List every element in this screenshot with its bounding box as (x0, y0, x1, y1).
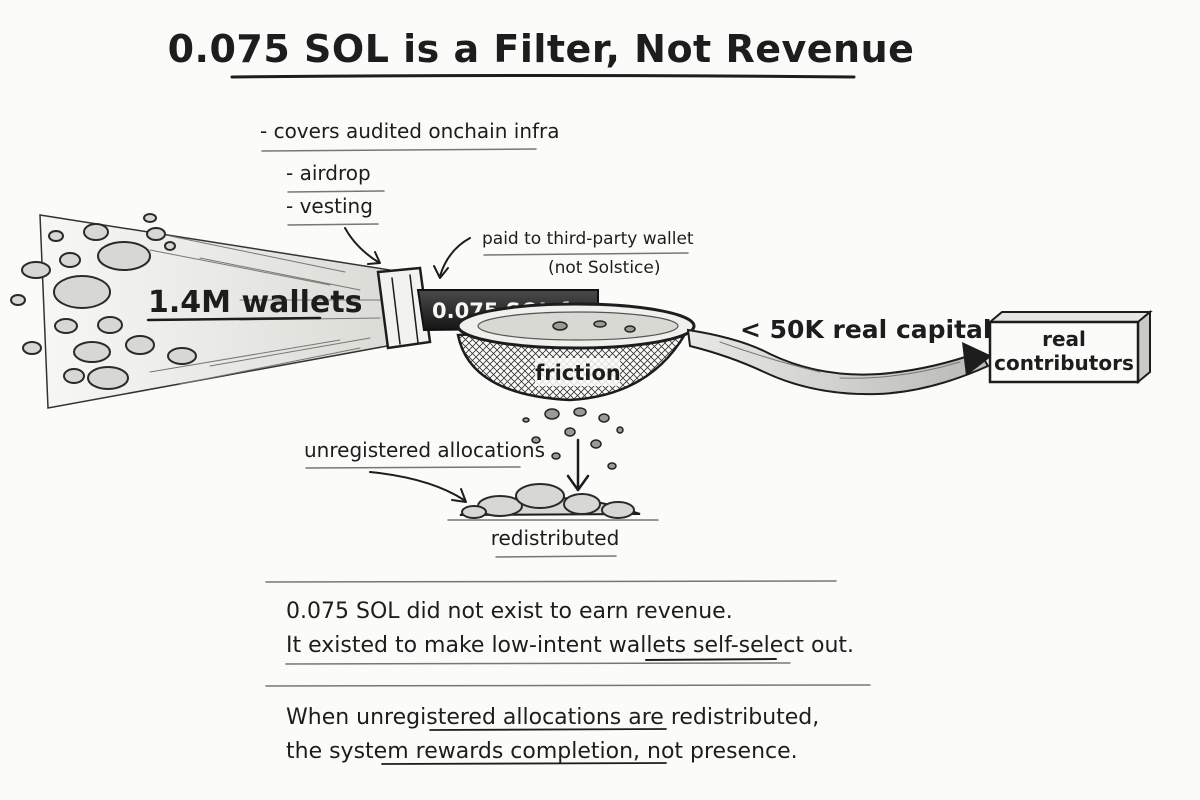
statement-line-4: the system rewards completion, not prese… (286, 739, 798, 764)
infra-arrow (344, 227, 379, 263)
wallets-label: 1.4M wallets (148, 285, 363, 320)
stream-arrow-head-icon (962, 342, 992, 376)
unregistered-phrase-underline (429, 728, 667, 731)
statement-line-2-underline (285, 662, 791, 665)
real-contributors-box (987, 309, 1153, 385)
note-paid-to: paid to third-party wallet (482, 229, 694, 249)
separator-middle (265, 684, 871, 687)
friction-label: friction (535, 361, 621, 385)
nozzle-collar (376, 266, 432, 350)
note-not-solstice: (not Solstice) (548, 258, 660, 278)
scattered-pebbles (10, 213, 176, 355)
paid-arrow (439, 237, 471, 277)
statement-line-1: 0.075 SOL did not exist to earn revenue. (286, 599, 733, 624)
beam-hatching (149, 235, 381, 385)
redistributed-pile (459, 483, 641, 519)
unregistered-arrow-head-icon (451, 488, 467, 503)
paid-arrow-head-icon (433, 265, 449, 279)
note-vesting: - vesting (286, 194, 373, 218)
real-capital-label: < 50K real capital (740, 315, 992, 344)
wallets-underline (146, 316, 322, 322)
unregistered-underline (305, 466, 521, 469)
note-vesting-underline (287, 223, 379, 226)
note-infra-underline (261, 148, 537, 152)
emphasis-underline (645, 658, 777, 661)
statement-line-2: It existed to make low-intent wallets se… (286, 633, 854, 658)
statement-emphasis: self-select out (693, 633, 847, 658)
redistributed-underline (495, 555, 617, 558)
infra-arrow-head-icon (367, 251, 381, 265)
contributors-label-line2: contributors (994, 351, 1134, 375)
diagram-title: 0.075 SOL is a Filter, Not Revenue (168, 27, 915, 71)
redistributed-label: redistributed (491, 526, 620, 550)
statement-line-2-prefix: It existed to make low-intent wallets (286, 633, 693, 658)
fall-arrow-head-icon (566, 474, 590, 492)
statement-line-2-suffix: . (847, 633, 854, 658)
friction-sieve (456, 302, 696, 402)
completion-phrase-underline (381, 762, 667, 765)
note-airdrop-underline (287, 190, 385, 193)
wallet-rocks (53, 223, 197, 390)
note-infra: - covers audited onchain infra (260, 119, 560, 143)
title-underline (230, 74, 856, 79)
unregistered-label: unregistered allocations (304, 438, 545, 462)
note-airdrop: - airdrop (286, 161, 371, 185)
contributors-label-line1: real (1042, 327, 1086, 351)
falling-debris (522, 407, 624, 470)
separator-top (265, 580, 837, 583)
statement-line-3: When unregistered allocations are redist… (286, 705, 819, 730)
unregistered-arrow (369, 471, 465, 501)
note-paid-underline (483, 252, 689, 256)
